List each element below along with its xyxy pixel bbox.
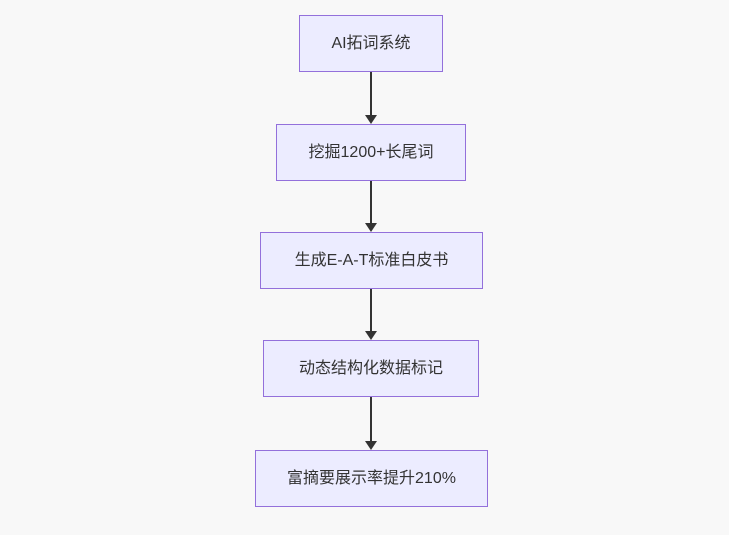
flow-node-dynamic-structured-data: 动态结构化数据标记 bbox=[263, 340, 479, 397]
arrow-line bbox=[370, 72, 372, 115]
arrow-connector bbox=[364, 289, 378, 340]
arrow-connector bbox=[364, 72, 378, 124]
arrow-line bbox=[370, 397, 372, 441]
arrowhead-down-icon bbox=[365, 331, 377, 340]
arrowhead-down-icon bbox=[365, 115, 377, 124]
flow-node-label: 富摘要展示率提升210% bbox=[287, 469, 456, 487]
flow-node-ai-word-expansion-system: AI拓词系统 bbox=[299, 15, 443, 72]
arrow-line bbox=[370, 289, 372, 331]
arrow-line bbox=[370, 181, 372, 223]
arrowhead-down-icon bbox=[365, 441, 377, 450]
flow-node-label: 动态结构化数据标记 bbox=[298, 359, 443, 377]
flow-node-rich-snippet-increase: 富摘要展示率提升210% bbox=[255, 450, 488, 507]
flow-node-mine-longtail-keywords: 挖掘1200+长尾词 bbox=[276, 124, 466, 181]
arrow-connector bbox=[364, 181, 378, 232]
flow-node-label: 生成E-A-T标准白皮书 bbox=[294, 251, 449, 269]
flow-node-generate-eat-whitepaper: 生成E-A-T标准白皮书 bbox=[260, 232, 483, 289]
arrowhead-down-icon bbox=[365, 223, 377, 232]
flow-node-label: AI拓词系统 bbox=[331, 34, 411, 52]
flow-node-label: 挖掘1200+长尾词 bbox=[308, 143, 434, 161]
arrow-connector bbox=[364, 397, 378, 450]
